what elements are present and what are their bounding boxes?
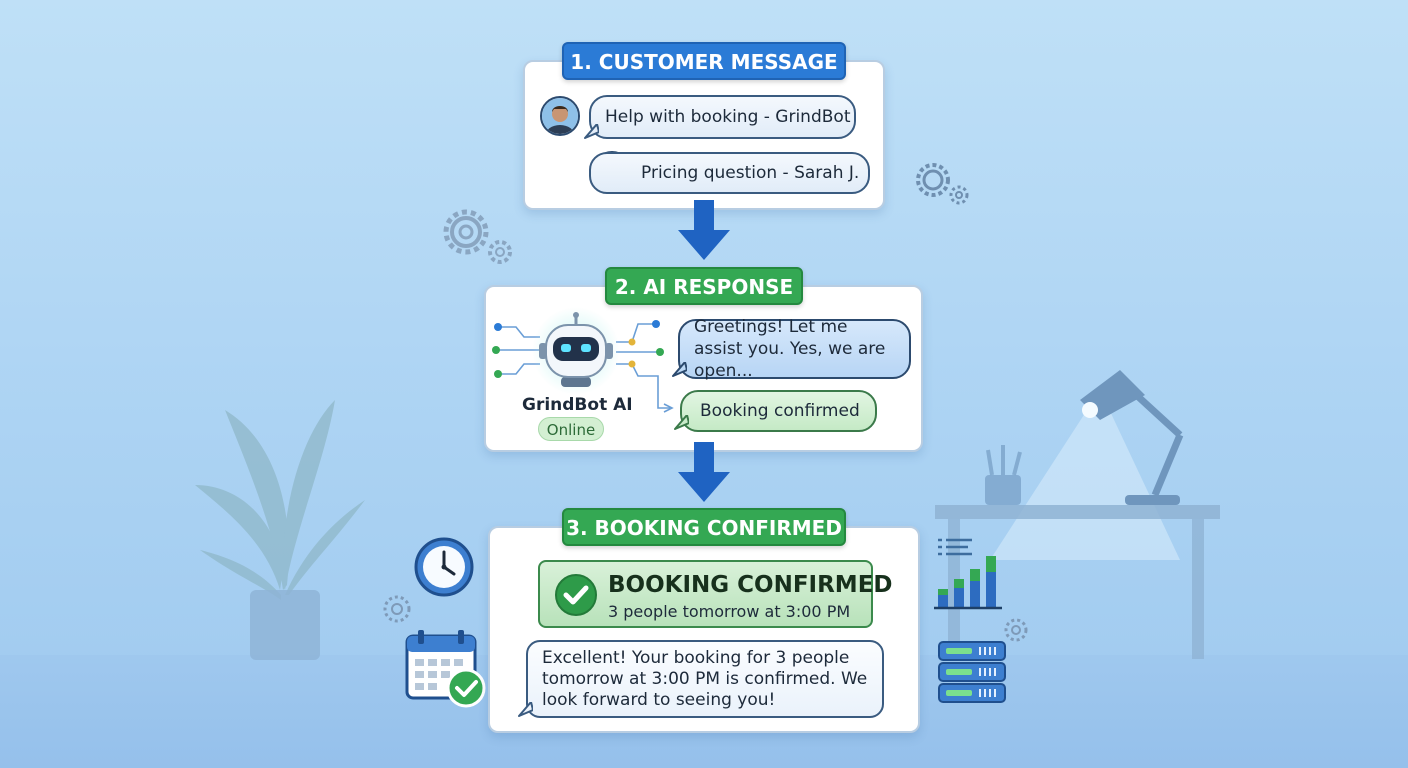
gear-icon [916, 163, 969, 205]
gear-icon [383, 595, 411, 623]
flow-arrow-1 [678, 200, 730, 260]
step-1-title: 1. CUSTOMER MESSAGE [562, 42, 846, 80]
bot-status-badge: Online [538, 417, 604, 441]
customer-message-2-text: Pricing question - Sarah J. [641, 163, 860, 183]
flow-arrow-2 [678, 442, 730, 502]
robot-icon [532, 307, 620, 395]
customer-avatar-male [540, 96, 580, 136]
final-message: Excellent! Your booking for 3 people tom… [526, 640, 884, 718]
calendar-check-icon [405, 630, 486, 708]
bubble-tail [518, 702, 533, 717]
customer-message-1-text: Help with booking - GrindBot [605, 107, 851, 127]
confirmation-detail: 3 people tomorrow at 3:00 PM [608, 602, 851, 621]
check-icon [555, 574, 597, 616]
customer-message-2: Pricing question - Sarah J. [589, 152, 870, 194]
step-booking-confirmed-panel: BOOKING CONFIRMED 3 people tomorrow at 3… [488, 526, 920, 733]
plant-icon [195, 400, 365, 660]
bubble-tail [674, 415, 689, 430]
ai-message-2: Booking confirmed [680, 390, 877, 432]
server-icon [938, 641, 1006, 703]
clock-icon [414, 537, 474, 597]
bubble-tail [584, 124, 599, 139]
ai-message-2-text: Booking confirmed [700, 401, 860, 421]
gear-icon [443, 209, 512, 264]
step-ai-response-panel: GrindBot AI Online Greetings! Let me ass… [484, 285, 923, 452]
step-customer-message-panel: Help with booking - GrindBot Pricing que… [523, 60, 885, 210]
bot-name: GrindBot AI [522, 395, 633, 415]
gear-icon [1004, 618, 1028, 642]
step-2-title: 2. AI RESPONSE [605, 267, 803, 305]
bar-chart-icon [934, 538, 1002, 610]
confirmation-heading: BOOKING CONFIRMED [608, 572, 893, 598]
ai-message-1: Greetings! Let me assist you. Yes, we ar… [678, 317, 911, 381]
bubble-tail [672, 362, 687, 377]
final-message-text: Excellent! Your booking for 3 people tom… [542, 647, 868, 710]
ai-message-1-text: Greetings! Let me assist you. Yes, we ar… [694, 317, 886, 381]
customer-message-1: Help with booking - GrindBot [589, 95, 856, 139]
confirmation-card: BOOKING CONFIRMED 3 people tomorrow at 3… [538, 560, 893, 628]
desk-lamp-icon [935, 370, 1220, 659]
step-3-title: 3. BOOKING CONFIRMED [562, 508, 846, 546]
